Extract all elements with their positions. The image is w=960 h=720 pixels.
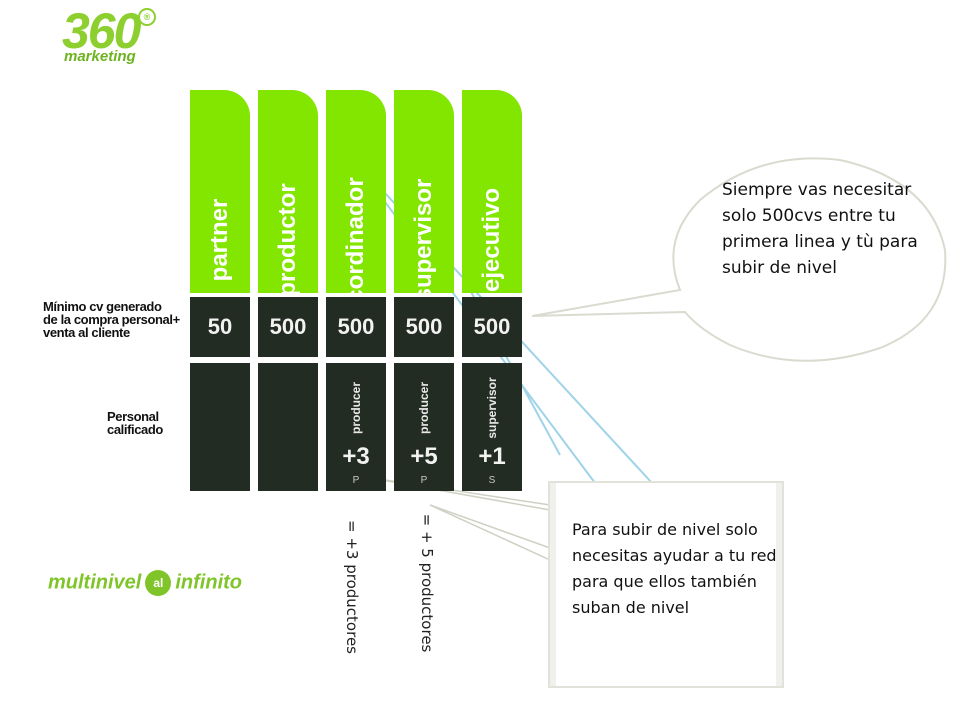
- speech-bubble: [531, 157, 947, 362]
- column-partner: partner 50: [190, 90, 250, 492]
- column-cv: 500: [394, 297, 454, 357]
- column-ejecutivo: ejecutivo 500 supervisor +1 S: [462, 90, 522, 492]
- callout-text: Para subir de nivel solo necesitas ayuda…: [572, 520, 777, 617]
- column-header: [258, 90, 318, 293]
- registered-mark: ®: [138, 8, 156, 26]
- column-title: cordinador: [342, 177, 369, 303]
- column-cv: 500: [326, 297, 386, 357]
- column-header: [190, 90, 250, 293]
- callout-box: Para subir de nivel solo necesitas ayuda…: [548, 481, 784, 688]
- pointer-line: [429, 504, 551, 561]
- role-letter: P: [420, 475, 428, 486]
- column-requirement: supervisor +1 S: [462, 363, 522, 491]
- logo-360: 360: [62, 3, 141, 59]
- column-title: ejecutivo: [478, 187, 505, 293]
- column-cv: 500: [258, 297, 318, 357]
- column-title: partner: [206, 198, 233, 282]
- personal-label: Personal calificado: [107, 409, 163, 437]
- required-role: producer: [417, 381, 431, 435]
- column-cordinador: cordinador 500 producer +3 P: [326, 90, 386, 492]
- logo-subtitle: marketing: [64, 48, 136, 65]
- column-title: productor: [274, 183, 301, 297]
- min-cv-label: Mínimo cv generado de la compra personal…: [43, 299, 180, 340]
- column-title: supervisor: [410, 178, 437, 302]
- role-letter: S: [488, 475, 496, 486]
- column-supervisor: supervisor 500 producer +5 P: [394, 90, 454, 492]
- column-productor: productor 500: [258, 90, 318, 492]
- required-count: +5: [410, 443, 438, 470]
- pointer-line: [429, 504, 551, 549]
- pointer-line: [364, 476, 551, 511]
- column-header: [326, 90, 386, 293]
- brand-middle: al: [145, 570, 172, 596]
- column-requirement: producer +5 P: [394, 363, 454, 491]
- column-cv: 50: [190, 297, 250, 357]
- required-count: +3: [342, 443, 370, 470]
- required-count: +1: [478, 443, 506, 470]
- column-cv: 500: [462, 297, 522, 357]
- required-role: producer: [349, 381, 363, 435]
- column-requirement: [190, 363, 250, 491]
- annotation-3-productores: = +3 productores: [343, 520, 361, 654]
- column-header: [462, 90, 522, 293]
- column-requirement: [258, 363, 318, 491]
- annotation-5-productores: = + 5 productores: [418, 513, 436, 653]
- bubble-text: Siempre vas necesitar solo 500cvs entre …: [722, 180, 918, 278]
- column-header: [394, 90, 454, 293]
- brand-left: multinivel: [48, 571, 142, 594]
- role-letter: P: [352, 475, 360, 486]
- required-role: supervisor: [485, 377, 499, 439]
- brand-right: infinito: [175, 571, 242, 594]
- column-requirement: producer +3 P: [326, 363, 386, 491]
